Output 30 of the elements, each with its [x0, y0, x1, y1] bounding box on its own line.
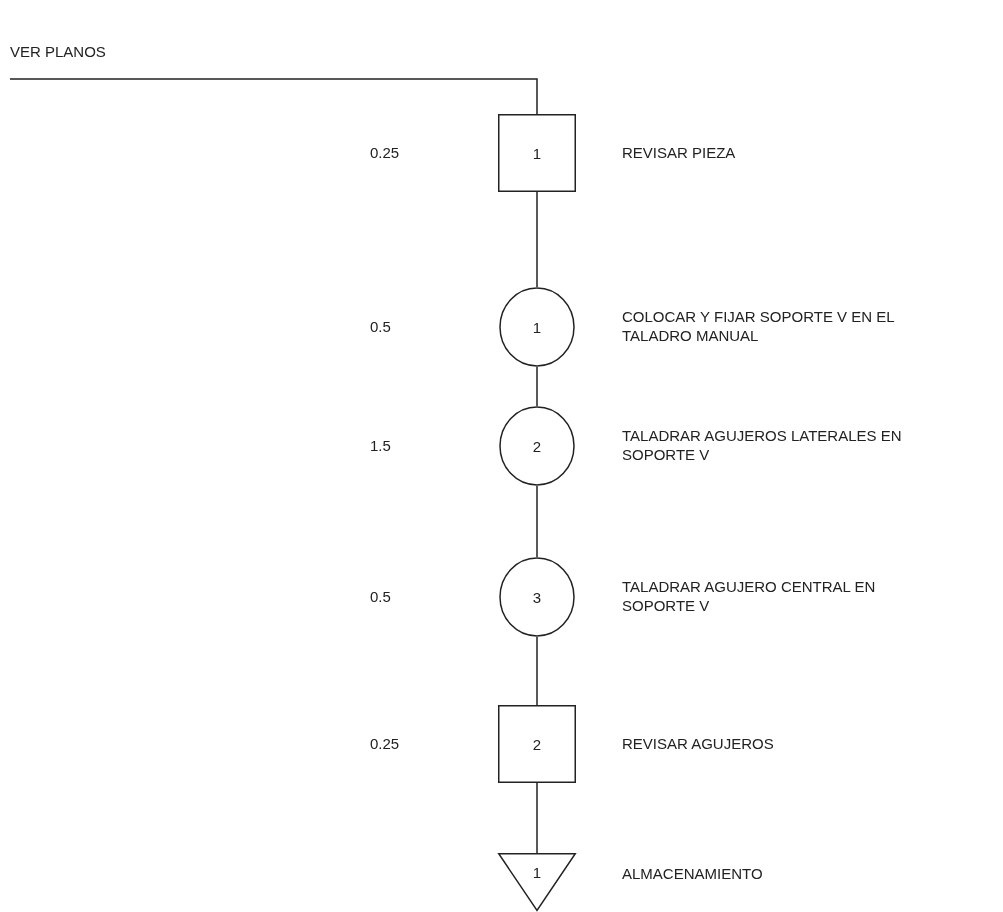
step-number: 1: [532, 319, 542, 335]
step-number: 3: [532, 589, 542, 605]
step-number: 1: [532, 145, 542, 161]
connector-line: [536, 636, 538, 706]
inspection-square: [498, 705, 576, 783]
step-description: COLOCAR Y FIJAR SOPORTE V EN EL TALADRO MANUAL: [622, 308, 896, 346]
step-number: 2: [532, 438, 542, 454]
storage-triangle: [498, 853, 576, 911]
connector-line: [9, 78, 538, 115]
time-value: 0.25: [370, 734, 400, 754]
step-number: 2: [532, 736, 542, 752]
operation-circle: [497, 406, 577, 486]
label-text: VER PLANOS: [10, 40, 130, 62]
step-description: REVISAR PIEZA: [622, 143, 737, 163]
connector-line: [536, 191, 538, 288]
time-value: 0.5: [370, 587, 391, 607]
step-description: REVISAR AGUJEROS: [622, 734, 775, 754]
operation-circle: [497, 287, 577, 367]
step-description: ALMACENAMIENTO: [622, 864, 764, 884]
time-value: 0.25: [370, 143, 400, 163]
time-value: 1.5: [370, 436, 391, 456]
operation-circle: [497, 557, 577, 637]
inspection-square: [498, 114, 576, 192]
time-value: 0.5: [370, 317, 391, 337]
connector-line: [536, 485, 538, 558]
connector-line: [536, 782, 538, 854]
connector-line: [536, 366, 538, 407]
step-description: TALADRAR AGUJEROS LATERALES EN SOPORTE V: [622, 427, 903, 465]
step-number: 1: [532, 864, 542, 880]
step-description: TALADRAR AGUJERO CENTRAL EN SOPORTE V: [622, 578, 877, 616]
